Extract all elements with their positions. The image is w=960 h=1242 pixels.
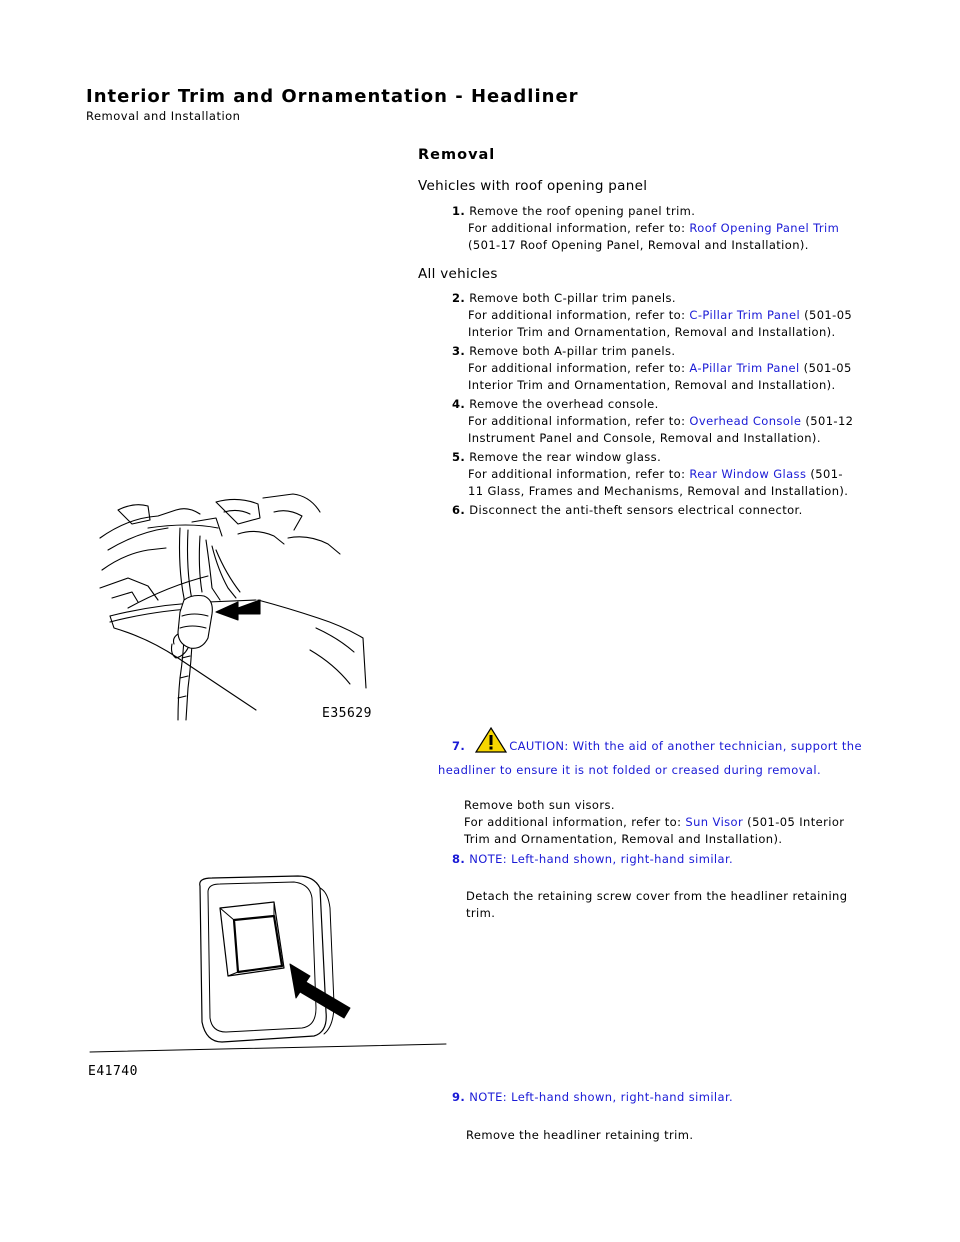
figure-label: E35629 [322,706,372,721]
figure-label: E41740 [88,1064,138,1079]
step-number: 3. [452,344,466,358]
step-number: 1. [452,204,466,218]
step-ref-suffix: (501-05 [799,361,852,375]
group-heading-roof: Vehicles with roof opening panel [418,178,648,194]
step-8-body: Detach the retaining screw cover from th… [466,888,906,922]
page-title: Interior Trim and Ornamentation - Headli… [86,86,579,107]
step-ref-suffix: (501-12 [801,414,854,428]
link-a-pillar-trim-panel[interactable]: A-Pillar Trim Panel [689,361,800,375]
step-text: Remove the rear window glass. [469,450,662,464]
step-number: 6. [452,503,466,517]
step-ref-suffix-line2: Trim and Ornamentation, Removal and Inst… [464,832,783,846]
step-7-caution: 7. CAUTION: With the aid of another tech… [452,726,882,755]
note-text: NOTE: Left-hand shown, right-hand simila… [469,1090,734,1104]
step-9-note: 9. NOTE: Left-hand shown, right-hand sim… [452,1089,892,1106]
section-heading: Removal [418,147,496,163]
connector-illustration [99,493,367,721]
refer-prefix: For additional information, refer to: [468,414,690,428]
step-text: Remove the roof opening panel trim. [469,204,696,218]
step-ref-suffix: (501-05 Interior [743,815,845,829]
step-number: 2. [452,291,466,305]
step-4: 4. Remove the overhead console. For addi… [452,396,892,447]
step-2: 2. Remove both C-pillar trim panels. For… [452,290,892,341]
page-subtitle: Removal and Installation [86,109,241,123]
step-6: 6. Disconnect the anti-theft sensors ele… [452,502,892,519]
figure-screw-cover: E41740 [88,872,450,1082]
refer-prefix: For additional information, refer to: [468,361,690,375]
step-number: 9. [452,1090,466,1104]
refer-prefix: For additional information, refer to: [468,221,690,235]
step-number: 5. [452,450,466,464]
figure-connector: E35629 [88,488,378,723]
step-1: 1. Remove the roof opening panel trim. F… [452,203,892,254]
step-5: 5. Remove the rear window glass. For add… [452,449,892,500]
step-text: Remove both sun visors. [464,798,615,812]
step-text: Detach the retaining screw cover from th… [466,889,848,903]
link-c-pillar-trim-panel[interactable]: C-Pillar Trim Panel [689,308,801,322]
step-8-note: 8. NOTE: Left-hand shown, right-hand sim… [452,851,892,868]
step-number: 8. [452,852,466,866]
link-rear-window-glass[interactable]: Rear Window Glass [689,467,807,481]
caution-text-line2: headliner to ensure it is not folded or … [438,763,822,777]
step-7-body: Remove both sun visors. For additional i… [464,797,904,848]
caution-text: CAUTION: With the aid of another technic… [509,739,862,753]
step-ref-suffix-line2: 11 Glass, Frames and Mechanisms, Removal… [468,484,849,498]
link-roof-opening-panel-trim[interactable]: Roof Opening Panel Trim [689,221,840,235]
screw-cover-illustration [89,875,447,1053]
step-ref-suffix: (501- [806,467,843,481]
step-ref-suffix: (501-17 Roof Opening Panel, Removal and … [468,238,809,252]
step-number: 4. [452,397,466,411]
link-overhead-console[interactable]: Overhead Console [689,414,802,428]
step-text: Disconnect the anti-theft sensors electr… [469,503,803,517]
step-ref-suffix-line2: Interior Trim and Ornamentation, Removal… [468,378,836,392]
link-sun-visor[interactable]: Sun Visor [685,815,744,829]
step-ref-suffix: (501-05 [800,308,853,322]
step-text: Remove both A-pillar trim panels. [469,344,676,358]
step-text: Remove the overhead console. [469,397,659,411]
refer-prefix: For additional information, refer to: [468,308,690,322]
group-heading-all: All vehicles [418,266,498,282]
step-ref-suffix-line2: Interior Trim and Ornamentation, Removal… [468,325,836,339]
note-text: NOTE: Left-hand shown, right-hand simila… [469,852,734,866]
step-3: 3. Remove both A-pillar trim panels. For… [452,343,892,394]
step-ref-suffix-line2: Instrument Panel and Console, Removal an… [468,431,821,445]
caution-icon [474,726,508,754]
step-text: Remove both C-pillar trim panels. [469,291,676,305]
refer-prefix: For additional information, refer to: [468,467,690,481]
step-text-line2: trim. [466,906,496,920]
refer-prefix: For additional information, refer to: [464,815,686,829]
step-number: 7. [452,739,466,753]
step-9-body: Remove the headliner retaining trim. [466,1128,694,1142]
